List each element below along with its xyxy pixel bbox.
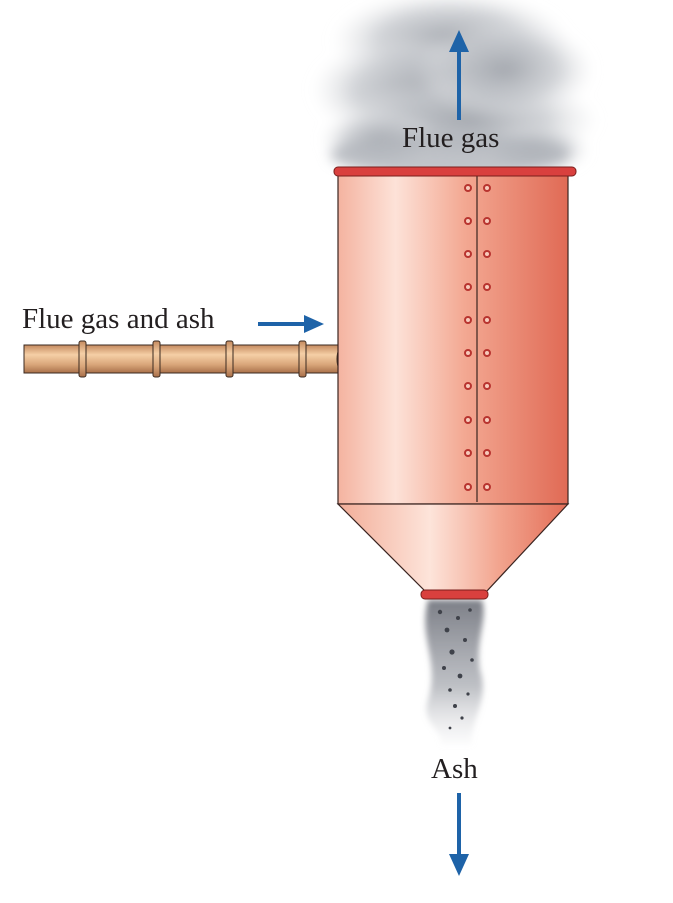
- bottom-rim: [420, 589, 489, 600]
- rivets: [464, 184, 491, 491]
- inlet-pipe: [23, 340, 352, 378]
- top-rim: [333, 166, 577, 177]
- conical-hopper: [336, 503, 570, 593]
- arrow-up-icon: [449, 30, 469, 120]
- inlet-label: Flue gas and ash: [22, 303, 215, 335]
- ash-particles: [437, 608, 474, 730]
- outlet-label: Flue gas: [402, 122, 500, 154]
- arrow-right-icon: [258, 315, 324, 333]
- pipe-flanges: [78, 340, 307, 378]
- ash-label: Ash: [431, 753, 478, 785]
- arrow-down-icon: [449, 793, 469, 876]
- ash-stream: [425, 600, 484, 745]
- separator-body: [337, 171, 569, 505]
